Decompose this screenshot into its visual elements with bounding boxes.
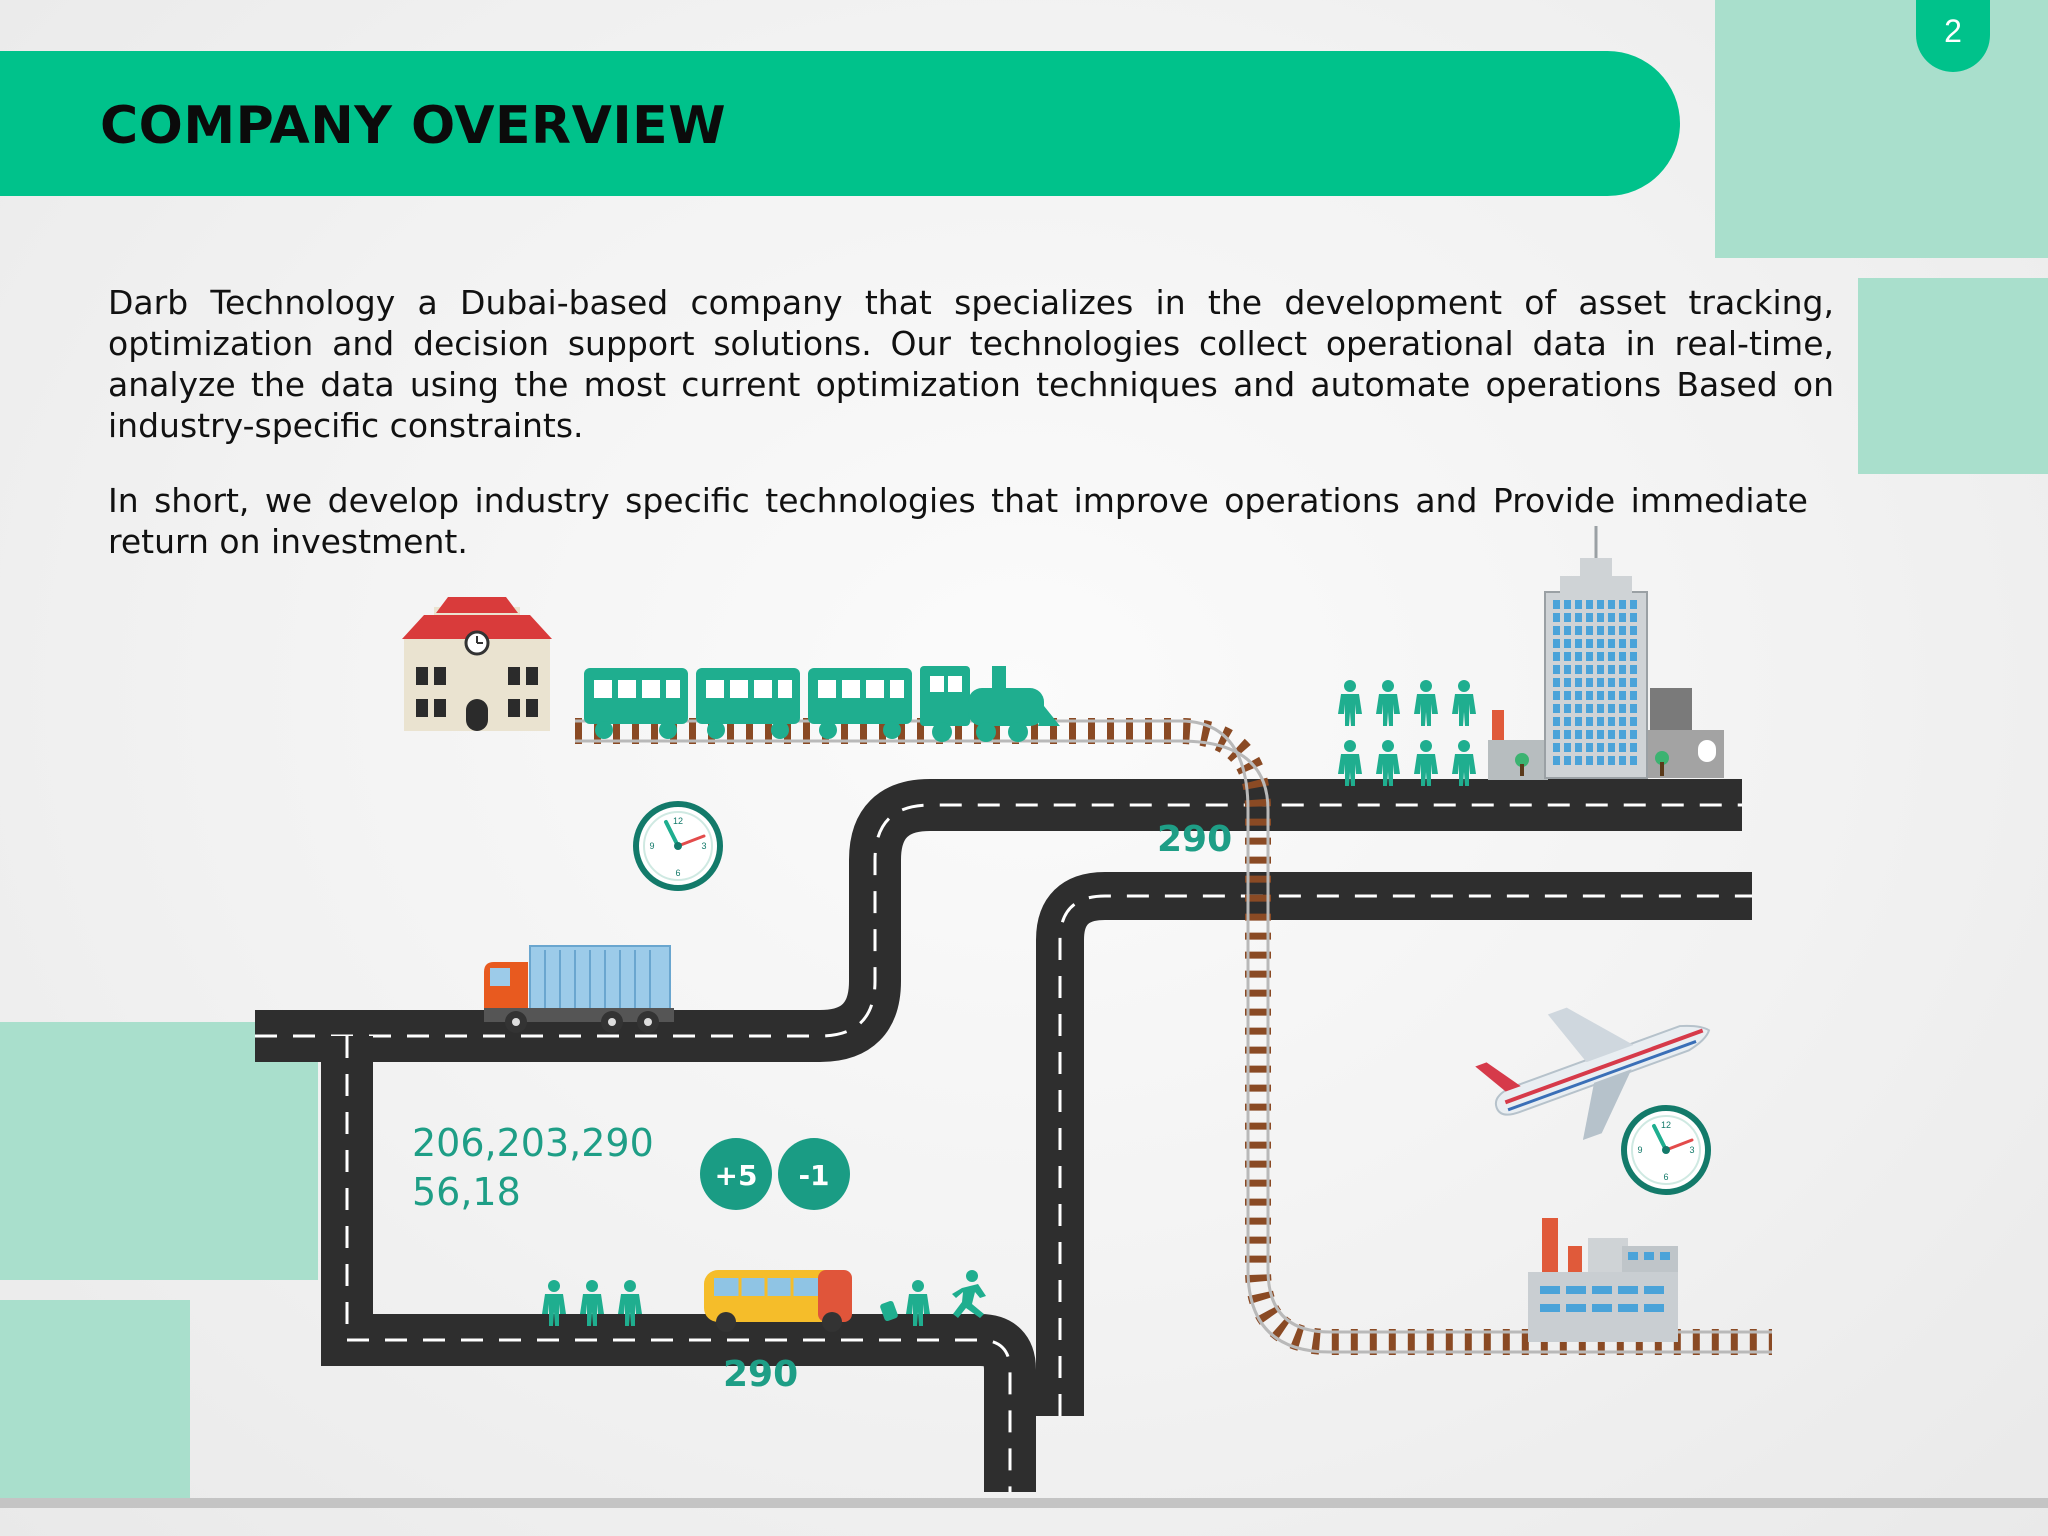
decor-block-bottom-left — [0, 1300, 190, 1498]
svg-text:3: 3 — [701, 841, 706, 851]
counter-line-2: 56,18 — [412, 1170, 521, 1214]
svg-text:3: 3 — [1689, 1145, 1694, 1155]
decor-block-top-right — [1715, 0, 2048, 258]
svg-text:+5: +5 — [715, 1159, 758, 1192]
title-banner — [0, 51, 1680, 196]
traveller-icon — [880, 1280, 930, 1326]
running-person-icon — [952, 1270, 986, 1318]
crowd-icon — [1338, 680, 1476, 786]
bus-icon — [704, 1270, 852, 1332]
train-station-icon — [402, 597, 552, 731]
clock-icon-lower: 12 3 6 9 — [1624, 1108, 1708, 1192]
route-number-upper: 290 — [1157, 819, 1232, 860]
svg-text:9: 9 — [649, 841, 654, 851]
badge-plus: +5 — [700, 1138, 772, 1210]
clock-icon-upper: 12 3 6 9 — [636, 804, 720, 888]
svg-text:12: 12 — [673, 816, 683, 826]
svg-text:-1: -1 — [798, 1159, 829, 1192]
badge-minus: -1 — [778, 1138, 850, 1210]
page-number-tab: 2 — [1916, 0, 1990, 72]
decor-block-left — [0, 1022, 318, 1280]
svg-text:6: 6 — [1663, 1172, 1668, 1182]
svg-text:12: 12 — [1661, 1120, 1671, 1130]
company-summary: In short, we develop industry specific t… — [108, 481, 1808, 561]
svg-text:9: 9 — [1637, 1145, 1642, 1155]
decor-block-right — [1858, 278, 2048, 474]
footer-rule — [0, 1498, 2048, 1508]
counter-line-1: 206,203,290 — [412, 1121, 654, 1165]
train-icon — [584, 666, 1060, 742]
factory-icon — [1528, 1218, 1678, 1342]
city-buildings-icon — [1488, 526, 1724, 780]
container-truck-icon — [484, 945, 674, 1033]
road-network — [255, 779, 1752, 1492]
railway-track — [575, 718, 1772, 1355]
airplane-icon — [1475, 1007, 1711, 1141]
route-number-lower: 290 — [723, 1354, 798, 1395]
svg-text:6: 6 — [675, 868, 680, 878]
page-title: COMPANY OVERVIEW — [100, 96, 727, 156]
company-description: Darb Technology a Dubai-based company th… — [108, 283, 1834, 445]
